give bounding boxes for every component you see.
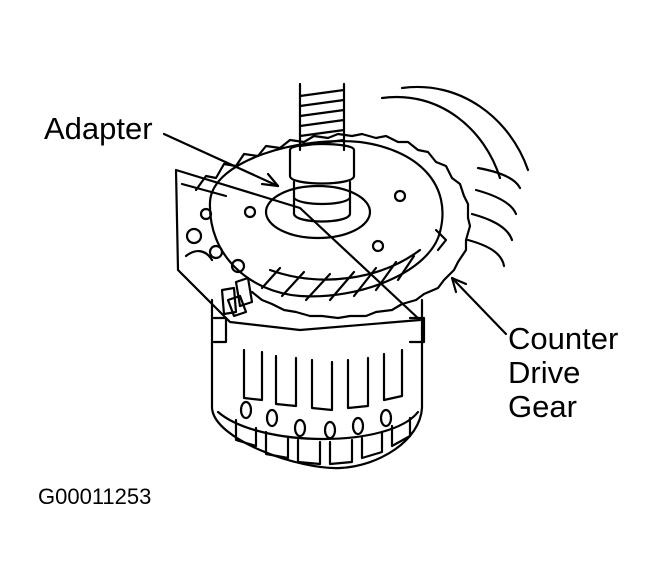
counter-gear-arrowhead	[450, 276, 468, 294]
adapter-arrowhead	[260, 172, 280, 188]
counter-drive-gear	[194, 132, 472, 320]
adapter-shaft	[288, 82, 356, 223]
counter-drive-gear-label-line-1: Counter	[508, 321, 619, 356]
counter-gear-leader-line	[450, 276, 508, 336]
clutch-drum	[210, 276, 426, 470]
figure-reference-number: G00011253	[38, 484, 152, 509]
leader-lines	[162, 132, 508, 336]
counter-drive-gear-label-line-3: Gear	[508, 389, 577, 424]
adapter-leader-line	[162, 132, 280, 188]
counter-drive-gear-callout-label: Counter Drive Gear	[508, 322, 618, 424]
housing-outline	[380, 85, 530, 268]
counter-drive-gear-label-line-2: Drive	[508, 355, 581, 390]
adapter-callout-label: Adapter	[44, 111, 153, 146]
holder-plate	[174, 168, 422, 332]
